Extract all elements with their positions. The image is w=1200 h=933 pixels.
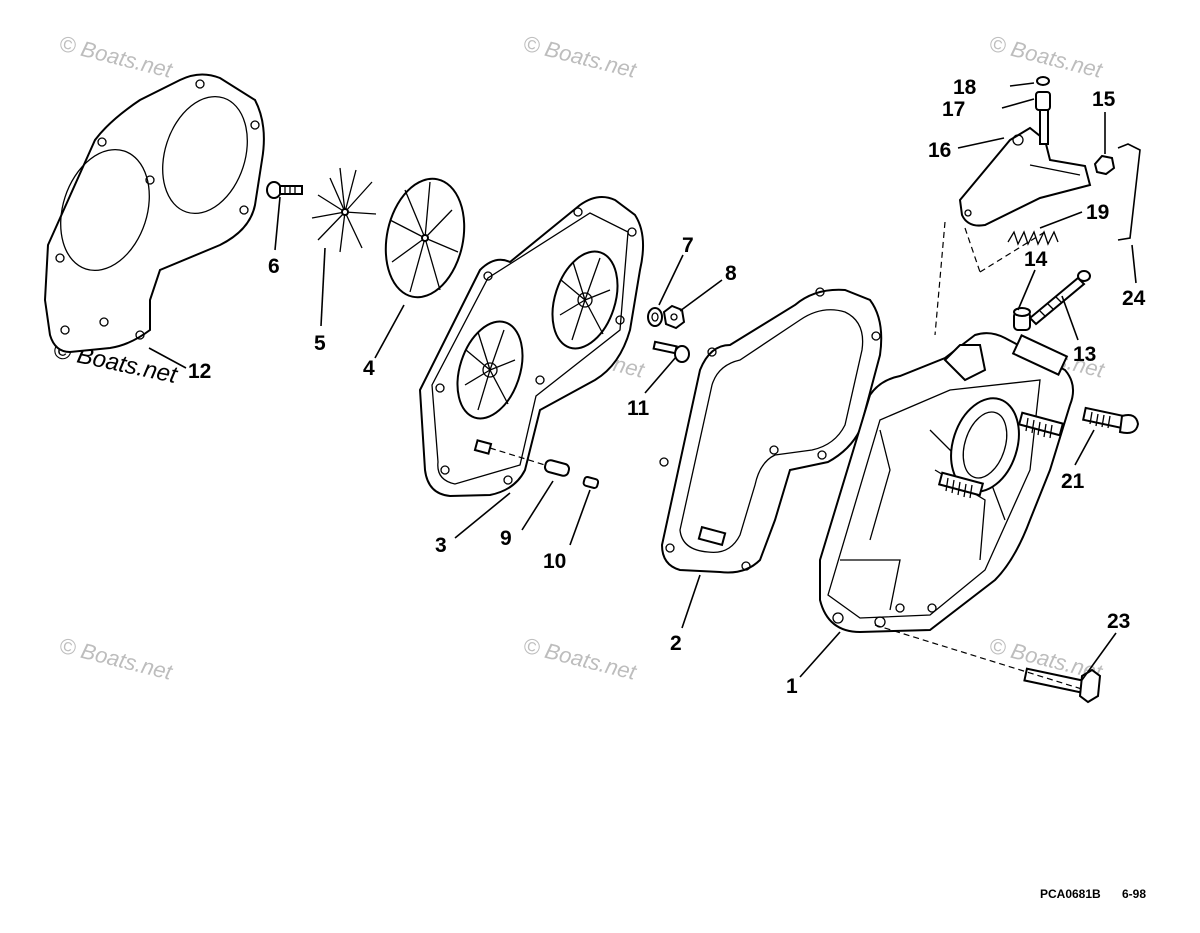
callout-23: 23 <box>1107 610 1130 633</box>
callout-17: 17 <box>942 98 965 121</box>
screw-part-11 <box>652 340 690 363</box>
callout-14: 14 <box>1024 248 1048 271</box>
rod-part-24 <box>1117 143 1141 241</box>
pin-part-17 <box>1035 91 1051 145</box>
watermark-text: © Boats.net <box>521 633 640 685</box>
stud-upper <box>1017 411 1065 439</box>
housing-part-1 <box>819 332 1075 634</box>
clip-part-18 <box>1036 76 1050 86</box>
watermark-text: © Boats.net <box>987 31 1106 83</box>
nut-part-8 <box>662 304 686 330</box>
bushing-part-14 <box>1013 307 1031 331</box>
diaphragm-part-4 <box>384 177 466 299</box>
callout-2: 2 <box>670 632 682 655</box>
footer: PCA0681B 6-98 <box>1040 887 1146 901</box>
valve-plate-part-3 <box>418 195 645 498</box>
nut-part-15 <box>1093 154 1116 176</box>
callout-7: 7 <box>682 234 694 257</box>
callout-9: 9 <box>500 527 512 550</box>
drawing-date: 6-98 <box>1122 887 1146 901</box>
washer-part-7 <box>647 307 663 327</box>
callout-18: 18 <box>953 76 977 99</box>
watermark-text: © Boats.net <box>57 633 176 685</box>
callouts: 1 2 3 4 5 6 7 8 9 10 11 12 13 14 15 16 1… <box>188 76 1146 698</box>
pin-part-9 <box>543 459 571 477</box>
callout-13: 13 <box>1073 343 1096 366</box>
star-spring-part-5 <box>311 167 377 253</box>
callout-15: 15 <box>1092 88 1116 111</box>
callout-4: 4 <box>363 357 375 380</box>
screw-part-6 <box>266 181 303 199</box>
gasket-part-2 <box>659 287 883 574</box>
callout-21: 21 <box>1061 470 1085 493</box>
watermark-text: © Boats.net <box>521 31 640 83</box>
callout-1: 1 <box>786 675 798 698</box>
screw-part-10 <box>582 475 600 489</box>
callout-10: 10 <box>543 550 566 573</box>
watermark-text: © Boats.net <box>57 31 176 83</box>
callout-8: 8 <box>725 262 737 285</box>
bolt-part-23 <box>1023 667 1102 704</box>
callout-19: 19 <box>1086 201 1109 224</box>
callout-24: 24 <box>1122 287 1146 310</box>
stud-lower <box>937 471 985 499</box>
callout-11: 11 <box>627 397 650 420</box>
callout-16: 16 <box>928 139 951 162</box>
bolt-part-21 <box>1082 406 1140 434</box>
callout-3: 3 <box>435 534 447 557</box>
callout-5: 5 <box>314 332 326 355</box>
gasket-part-12 <box>43 73 265 354</box>
leader-lines <box>148 82 1137 681</box>
callout-6: 6 <box>268 255 280 278</box>
callout-12: 12 <box>188 360 211 383</box>
screw-part-13 <box>1028 270 1091 326</box>
drawing-code: PCA0681B <box>1040 887 1101 901</box>
spring-part-19 <box>1007 230 1059 246</box>
